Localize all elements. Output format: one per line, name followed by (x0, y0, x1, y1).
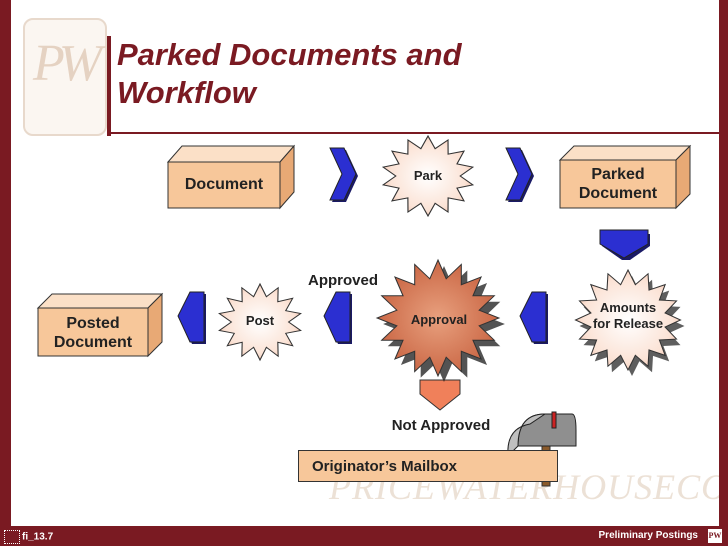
originator-mailbox-box (298, 450, 558, 482)
title-underline (107, 132, 719, 134)
arrow-approval-to-post (323, 291, 352, 344)
document-label: Document (184, 176, 264, 193)
arrow-post-to-posted (177, 291, 206, 344)
arrow-document-to-park (329, 147, 358, 202)
amounts-for-release-label: Amounts for Release (592, 300, 664, 331)
originator-mailbox-label: Originator’s Mailbox (312, 458, 458, 475)
footer-logo-icon: PW (708, 529, 722, 543)
arrow-amounts-to-approval (519, 291, 548, 344)
park-starburst (381, 134, 475, 218)
parked-document-label: Parked Document (578, 166, 658, 202)
posted-document-label: Posted Document (53, 315, 133, 351)
approved-label: Approved (307, 272, 378, 289)
slide-title: Parked Documents and Workflow (117, 37, 462, 110)
footer-section-title: Preliminary Postings (598, 530, 698, 541)
parked-document-box (558, 144, 692, 210)
document-box (166, 144, 296, 210)
arrow-parked-to-amounts (599, 229, 650, 260)
footer-slide-id: fi_13.7 (4, 530, 53, 544)
posted-document-box (36, 292, 164, 358)
pwc-logo (23, 18, 107, 136)
slide: PW Parked Documents and Workflow PRICEWA… (11, 0, 719, 526)
footer-bar: fi_13.7 Preliminary Postings PW (0, 526, 728, 546)
park-label: Park (413, 168, 443, 183)
approval-starburst (375, 258, 505, 382)
amounts-starburst (574, 268, 685, 376)
arrow-not-approved (419, 379, 461, 411)
footer-left-text: fi_13.7 (22, 531, 54, 543)
title-accent-bar (107, 36, 111, 136)
slide-thumbnail-icon (4, 530, 20, 544)
post-starburst (218, 282, 302, 362)
approval-label: Approval (410, 312, 468, 327)
post-label: Post (245, 313, 275, 328)
pwc-logo-mark: PW (33, 35, 102, 92)
arrow-park-to-parked (505, 147, 534, 202)
not-approved-label: Not Approved (391, 417, 491, 434)
